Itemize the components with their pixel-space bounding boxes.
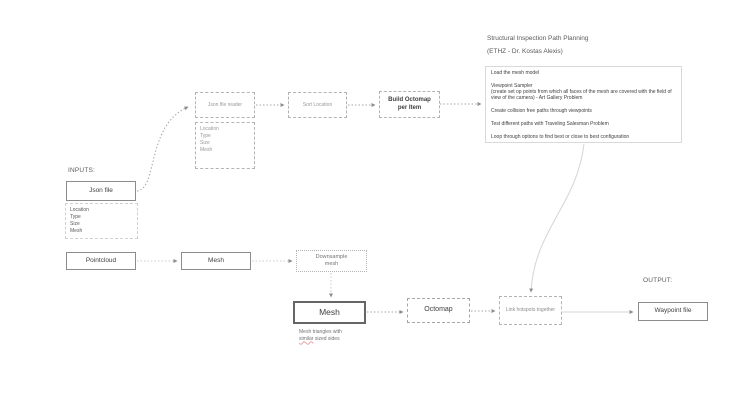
connector-jsonfile-to-reader [136, 106, 189, 192]
node-json-file-reader: Json file reader [195, 92, 255, 118]
node-link-hotspots-label: Link hotspots together [505, 307, 556, 314]
node-link-hotspots: Link hotspots together [499, 296, 562, 325]
node-sort-location: Sort Location [288, 92, 347, 118]
node-waypoint-file-label: Waypoint file [654, 307, 692, 315]
node-pointcloud-label: Pointcloud [85, 256, 117, 264]
mesh-note-misspelled-word: similar [299, 335, 314, 342]
diagram-title: Structural Inspection Path Planning (ETH… [487, 33, 589, 58]
node-json-file-reader-label: Json file reader [207, 101, 243, 108]
node-build-octomap: Build Octomap per Item [379, 91, 440, 118]
inputs-label: INPUTS: [68, 167, 96, 174]
node-waypoint-file: Waypoint file [638, 302, 708, 321]
node-pointcloud: Pointcloud [66, 252, 136, 270]
output-label: OUTPUT: [643, 277, 673, 284]
connector-panel-to-linkhotspots [529, 143, 585, 293]
node-octomap: Octomap [407, 298, 470, 323]
node-downsample-mesh: Downsample mesh [296, 250, 367, 272]
node-json-file-label: Json file [89, 186, 113, 194]
node-mesh-top: Mesh [181, 252, 251, 270]
node-mesh-bottom: Mesh [293, 301, 366, 324]
node-downsample-mesh-label: Downsample mesh [315, 254, 348, 267]
node-octomap-label: Octomap [424, 306, 453, 314]
mesh-note-line2-rest: sized sides [313, 335, 340, 342]
mesh-note: Mesh triangles with similar sized sides [299, 329, 342, 342]
diagram-title-line1: Structural Inspection Path Planning [487, 35, 589, 42]
node-mesh-top-label: Mesh [208, 256, 224, 264]
mesh-note-line1: Mesh triangles with [299, 329, 342, 335]
node-sort-location-label: Sort Location [302, 101, 333, 108]
node-build-octomap-label: Build Octomap per Item [388, 97, 431, 111]
mesh-note-line2: similar sized sides [299, 336, 342, 343]
node-mesh-bottom-label: Mesh [319, 307, 340, 318]
node-json-file: Json file [66, 181, 136, 201]
diagram-title-line2: (ETHZ - Dr. Kostas Alexis) [487, 47, 563, 55]
